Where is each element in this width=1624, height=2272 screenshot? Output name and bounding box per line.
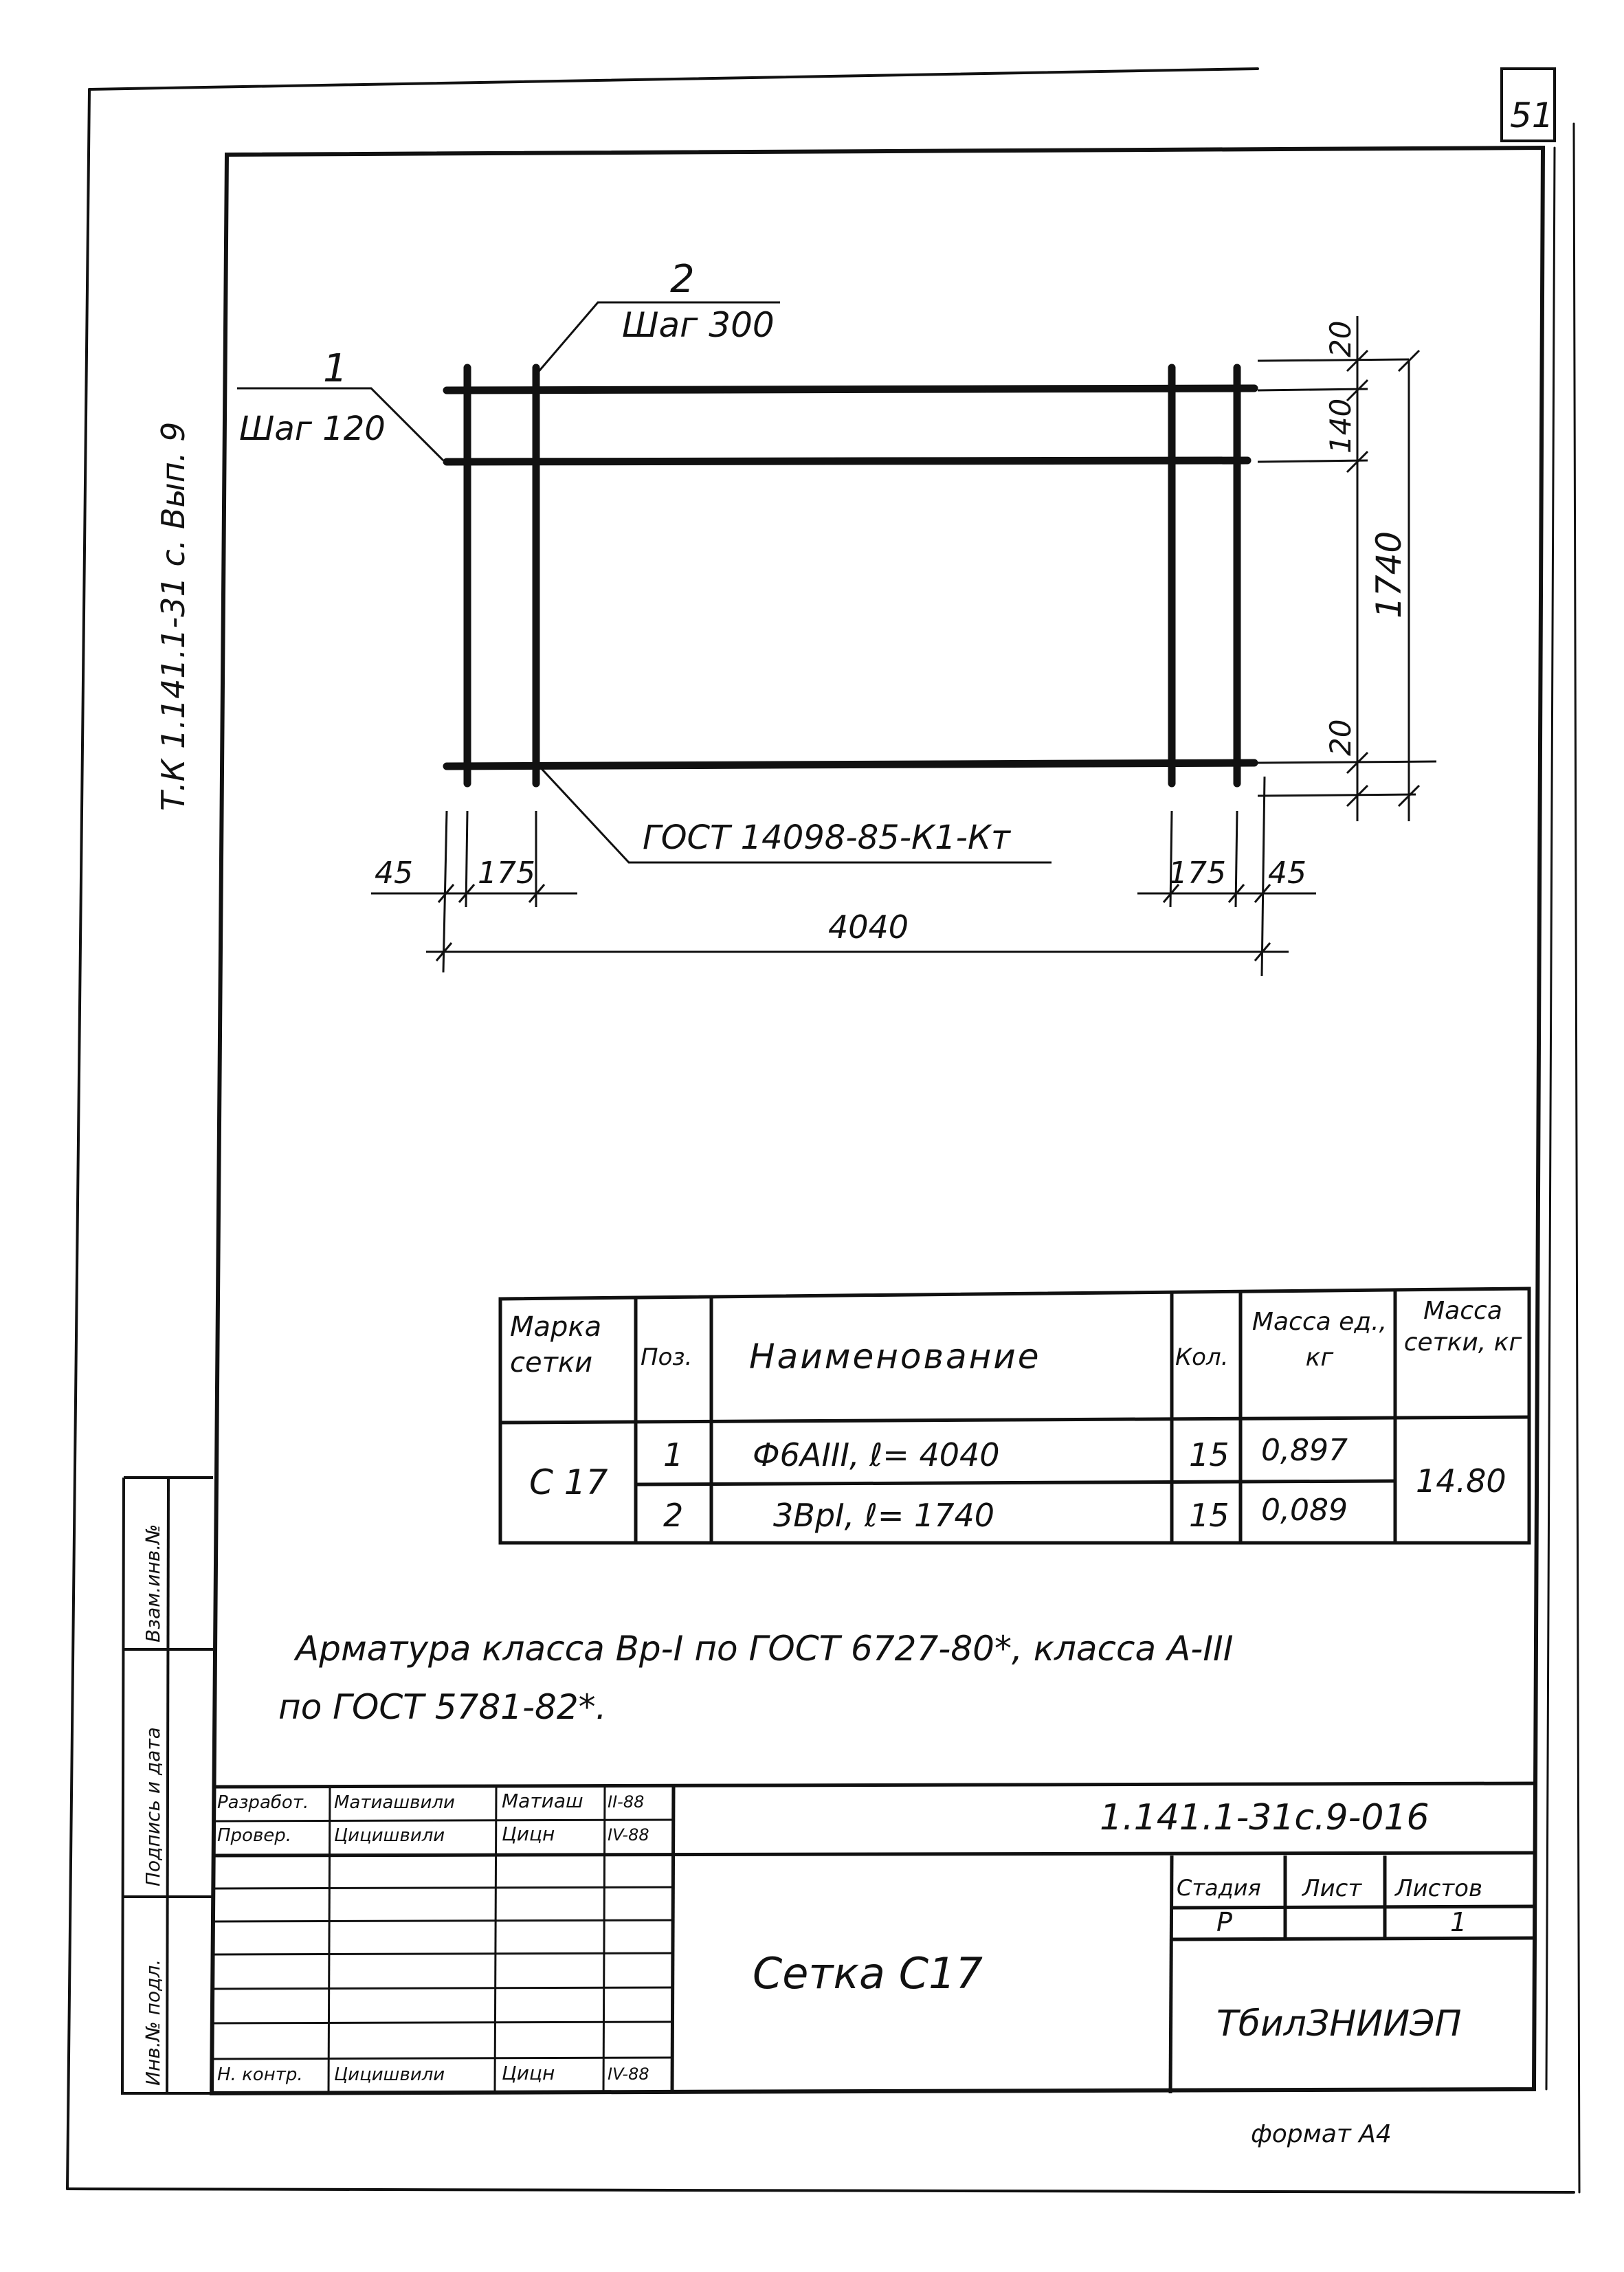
- sheet-number: 51: [1510, 96, 1554, 135]
- org-name: ТбилЗНИИЭП: [1216, 2003, 1462, 2045]
- tb-row2-name: Цицишвили: [334, 1825, 445, 1846]
- tb-row3-role: Н. контр.: [217, 2064, 303, 2085]
- mesh-bar-h-bottom: [443, 759, 1258, 770]
- row2-name: 3ВрI, ℓ= 1740: [773, 1497, 995, 1534]
- th-pos: Поз.: [641, 1344, 693, 1371]
- dim-left-45: 45: [375, 856, 413, 891]
- inner-frame-right-double: [1545, 146, 1556, 2091]
- tb-row3-name: Цицишвили: [334, 2064, 445, 2085]
- row1-name: Ф6АIII, ℓ= 4040: [753, 1436, 1000, 1473]
- callout-2-pos: 2: [670, 257, 695, 302]
- tb-row2-date: IV-88: [608, 1825, 649, 1845]
- dim-140: 140: [1324, 399, 1357, 454]
- callout-1-leader: [237, 387, 445, 462]
- cell-mark: С 17: [529, 1462, 608, 1502]
- strip-label-vzam: Взам.инв.№: [142, 1524, 164, 1642]
- left-strip: [120, 1476, 213, 2095]
- sheets-value: 1: [1450, 1907, 1467, 1937]
- dim-right-45: 45: [1268, 856, 1306, 891]
- tb-row3-date: IV-88: [608, 2064, 649, 2084]
- row1-qty: 15: [1189, 1436, 1230, 1473]
- tb-row2-sign: Цицн: [502, 1823, 555, 1845]
- row2-unit-mass: 0,089: [1261, 1493, 1348, 1528]
- row1-unit-mass: 0,897: [1261, 1433, 1348, 1468]
- th-qty: Кол.: [1175, 1344, 1229, 1371]
- th-unit-mass: Масса ед., кг: [1252, 1308, 1388, 1372]
- tb-row1-sign: Матиаш: [502, 1790, 583, 1812]
- callout-1-text: Шаг 120: [239, 410, 386, 448]
- mesh-bar-h-second: [443, 456, 1252, 466]
- drawing-title: Сетка С17: [753, 1948, 983, 1998]
- sheet-header: Лист: [1302, 1875, 1362, 1902]
- stage-header: Стадия: [1177, 1875, 1261, 1901]
- strip-label-sign: Подпись и дата: [142, 1727, 164, 1886]
- dim-left-175: 175: [478, 856, 535, 891]
- th-name: Наименование: [749, 1337, 1041, 1377]
- row2-qty: 15: [1189, 1497, 1230, 1534]
- tb-row3-sign: Цицн: [502, 2062, 555, 2084]
- doc-code: 1.141.1-31с.9-016: [1100, 1797, 1430, 1838]
- cell-mesh-mass: 14.80: [1416, 1462, 1506, 1500]
- callout-1-pos: 1: [323, 346, 348, 391]
- title-block-left-rows: [212, 1786, 674, 2094]
- outer-frame-bottom: [66, 2187, 1575, 2194]
- stage-value: Р: [1216, 1907, 1232, 1937]
- dim-top-20: 20: [1324, 321, 1357, 357]
- callout-2-text: Шаг 300: [622, 305, 775, 345]
- mesh-bar-h-top: [443, 384, 1258, 394]
- title-block-grid: [212, 1781, 1535, 2094]
- sheets-header: Листов: [1395, 1875, 1483, 1902]
- callout-2-leader: [535, 301, 780, 375]
- outer-frame-left: [66, 88, 91, 2190]
- tb-row2-role: Провер.: [217, 1825, 292, 1846]
- gost-label: ГОСТ 14098-85-К1-Кт: [643, 818, 1012, 857]
- th-mesh-mass: Масса сетки, кг: [1403, 1297, 1522, 1357]
- format-label: формат А4: [1251, 2120, 1392, 2148]
- strip-label-inv: Инв.№ подл.: [142, 1959, 164, 2086]
- tb-row1-role: Разработ.: [217, 1792, 309, 1813]
- row1-pos: 1: [663, 1436, 684, 1473]
- inner-frame: [209, 145, 1546, 2096]
- sheet-number-box: [1500, 67, 1556, 142]
- side-stamp: Т.К 1.141.1-31 с. Вып. 9: [155, 422, 192, 811]
- gost-leader: [535, 761, 1052, 864]
- dim-right-175: 175: [1168, 856, 1226, 891]
- tb-row1-date: II-88: [608, 1792, 645, 1812]
- dim-total-4040: 4040: [828, 909, 909, 946]
- note-line-1: Арматура класса Вр-I по ГОСТ 6727-80*, к…: [296, 1629, 1234, 1669]
- outer-frame-top: [88, 67, 1259, 91]
- outer-frame-right: [1572, 122, 1581, 2194]
- mesh: [443, 364, 1258, 788]
- spec-table-grid: [498, 1287, 1531, 1545]
- tb-row1-name: Матиашвили: [334, 1792, 455, 1813]
- note-line-2: по ГОСТ 5781-82*.: [278, 1687, 607, 1727]
- dim-bottom-20: 20: [1324, 720, 1357, 756]
- dim-1740: 1740: [1369, 531, 1409, 619]
- th-mark: Марка сетки: [510, 1311, 602, 1379]
- row2-pos: 2: [663, 1497, 684, 1534]
